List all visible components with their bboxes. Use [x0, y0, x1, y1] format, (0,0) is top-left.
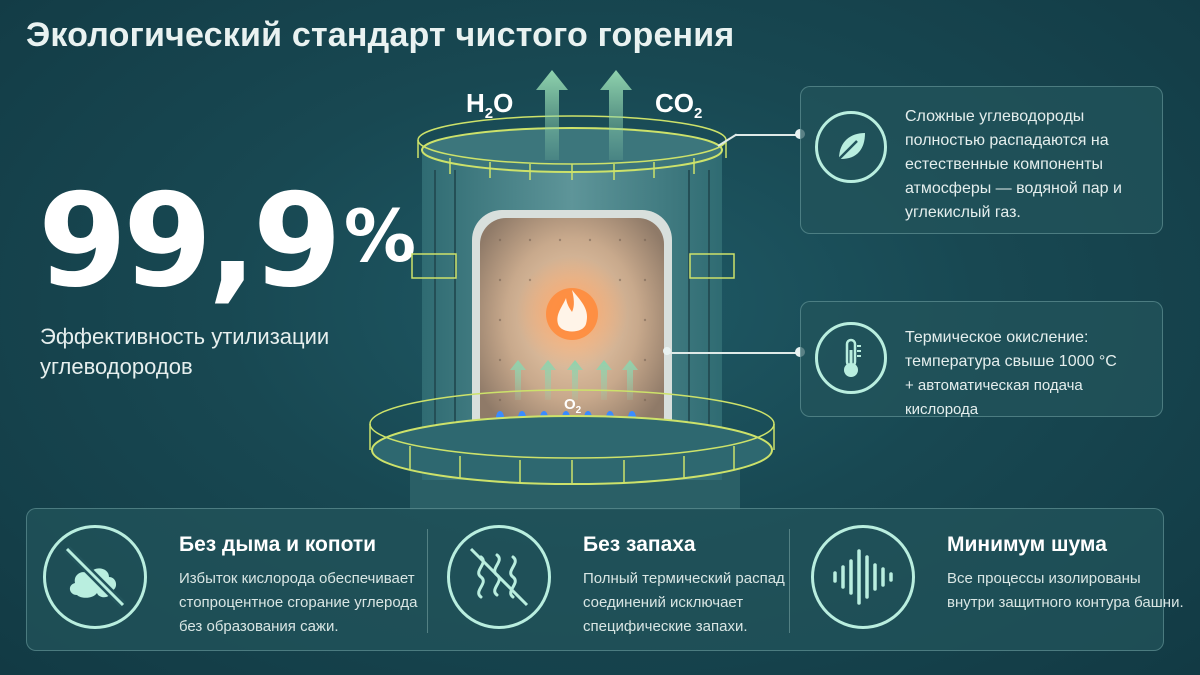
feature-low-noise: Минимум шума Все процессы изолированы вн…: [795, 509, 1184, 652]
h2o-label: H2O: [466, 88, 514, 123]
thermometer-icon: [815, 322, 887, 394]
no-odor-icon: [447, 525, 551, 629]
oxidation-text: Термическое окисление: температура свыше…: [905, 326, 1160, 422]
oxidation-line-3: + автоматическая подача кислорода: [905, 377, 1083, 418]
page-title: Экологический стандарт чистого горения: [26, 16, 735, 54]
leaf-icon: [815, 111, 887, 183]
feature-desc: Избыток кислорода обеспечивает стопроцен…: [179, 570, 418, 635]
efficiency-label: Эффективность утилизации углеводородов: [40, 324, 330, 379]
feature-divider: [789, 529, 790, 633]
co2-label: CO2: [655, 88, 703, 123]
no-smoke-icon: [43, 525, 147, 629]
efficiency-value: 99,9%: [38, 178, 416, 306]
connector-dot-chamber: [663, 347, 671, 355]
connector-line-mid: [668, 352, 803, 354]
oxidation-card: Термическое окисление: температура свыше…: [800, 301, 1163, 418]
decomposition-card: Сложные углеводороды полностью распадают…: [800, 86, 1163, 234]
feature-title: Без дыма и копоти: [179, 533, 377, 556]
feature-desc: Все процессы изолированы внутри защитног…: [947, 570, 1184, 611]
efficiency-number: 99,9: [38, 167, 342, 316]
flare-tower-illustration: [369, 70, 775, 510]
efficiency-unit: %: [343, 194, 416, 278]
o2-label: O2: [564, 396, 582, 416]
oxidation-line-1: Термическое окисление:: [905, 329, 1089, 346]
feature-desc: Полный термический распад соединений иск…: [583, 570, 785, 635]
feature-no-odor: Без запаха Полный термический распад сое…: [431, 509, 801, 652]
feature-title: Без запаха: [583, 533, 696, 556]
decomposition-text: Сложные углеводороды полностью распадают…: [905, 108, 1122, 221]
features-panel: Без дыма и копоти Избыток кислорода обес…: [26, 508, 1184, 652]
feature-divider: [427, 529, 428, 633]
sound-wave-icon: [811, 525, 915, 629]
oxidation-line-2: температура свыше 1000 °C: [905, 353, 1117, 370]
feature-title: Минимум шума: [947, 533, 1107, 556]
feature-no-smoke: Без дыма и копоти Избыток кислорода обес…: [27, 509, 417, 652]
connector-line-top: [735, 134, 803, 136]
